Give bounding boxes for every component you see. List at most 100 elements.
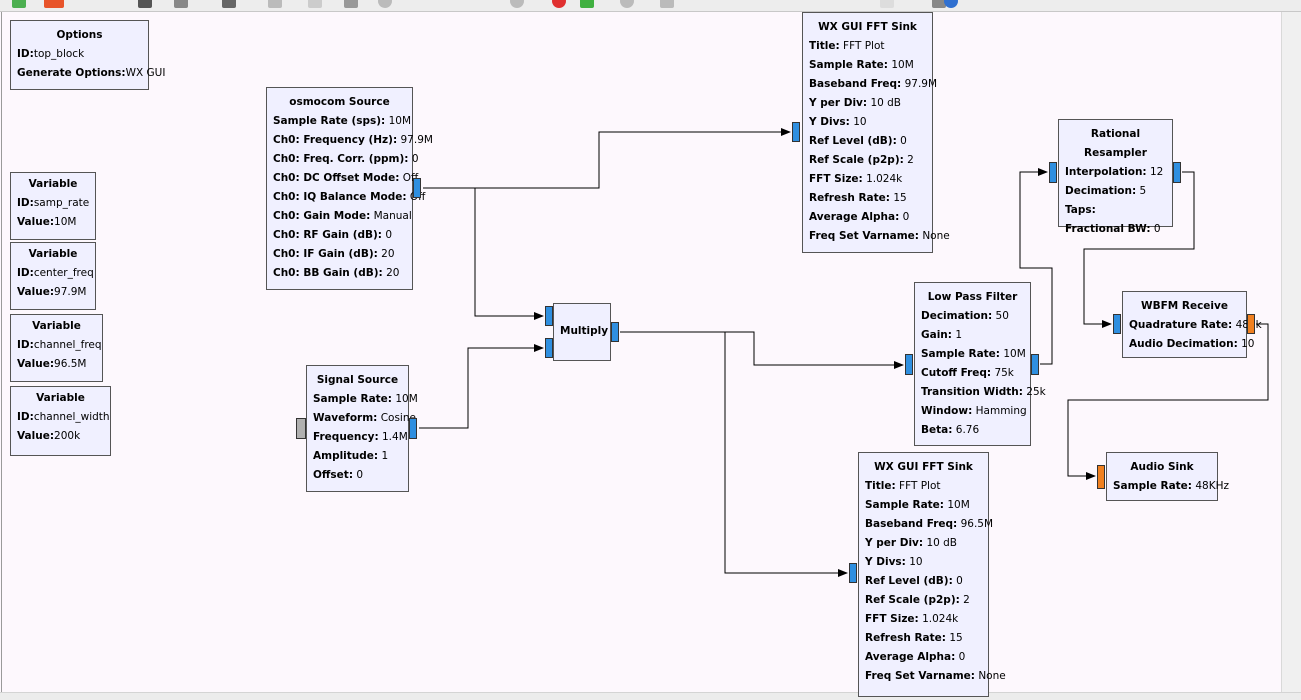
block-param: Freq Set Varname: None [809,230,950,242]
help-icon[interactable] [944,0,958,8]
audio-sink-block[interactable]: Audio Sink Sample Rate: 48KHz [1106,452,1229,501]
block-param: Y Divs: 10 [865,556,923,568]
block-param: ID:samp_rate [17,197,90,209]
block-param: FFT Size: 1.024k [865,613,959,625]
block-title: WBFM Receive [1141,300,1228,312]
block-param: Generate Options:WX GUI [17,67,166,79]
block-param: Ch0: RF Gain (dB): 0 [273,229,393,241]
new-icon[interactable] [44,0,64,8]
block-param: Offset: 0 [313,469,364,481]
block-title: Variable [36,392,85,404]
variable-channel-freq-block[interactable]: Variable ID:channel_freq Value:96.5M [10,314,103,382]
wbfm-in-port[interactable] [1113,314,1121,334]
block-param: Sample Rate: 10M [809,59,914,71]
block-param: Ref Scale (p2p): 2 [865,594,970,606]
signal-source-block[interactable]: Signal Source Sample Rate: 10M Waveform:… [306,365,418,492]
wire-osmocom-to-multiply[interactable] [474,188,544,320]
block-param: Sample Rate: 48KHz [1113,480,1229,492]
block-param: Value:10M [17,216,77,228]
disable-icon[interactable] [932,0,946,8]
block-param: Ch0: Frequency (Hz): 97.9M [273,134,433,146]
block-param: Value:97.9M [17,286,87,298]
block-param: Taps: [1065,204,1096,216]
wire-low-pass-to-resampler[interactable] [1019,168,1053,365]
signal-source-out-port[interactable] [409,418,417,439]
fft-sink-1-block[interactable]: WX GUI FFT Sink Title: FFT Plot Sample R… [802,12,950,253]
variable-center-freq-block[interactable]: Variable ID:center_freq Value:97.9M [10,242,96,310]
block-param: ID:channel_width [17,411,110,423]
wbfm-out-port[interactable] [1247,314,1255,334]
multiply-out-port[interactable] [611,322,619,342]
wire-signal-source-to-multiply[interactable] [419,344,544,429]
fft-sink-2-in-port[interactable] [849,563,857,583]
wire-multiply-to-low-pass[interactable] [620,331,904,369]
toolbar [0,0,1301,12]
block-param: Ref Scale (p2p): 2 [809,154,914,166]
osmocom-out-port[interactable] [413,178,421,198]
add-icon[interactable] [12,0,26,8]
find-icon[interactable] [660,0,674,8]
block-param: Average Alpha: 0 [809,211,910,223]
print-icon[interactable] [174,0,188,8]
multiply-in-port-0[interactable] [545,306,553,326]
rotate-icon[interactable] [620,0,634,8]
block-param: Baseband Freq: 97.9M [809,78,938,90]
kill-icon[interactable] [552,0,566,8]
wire-resampler-to-wbfm[interactable] [1083,171,1195,328]
horizontal-scrollbar[interactable] [0,692,1301,700]
block-title: Low Pass Filter [927,291,1018,303]
block-title: WX GUI FFT Sink [818,21,917,33]
screenshot-icon[interactable] [222,0,236,8]
variable-samp-rate-block[interactable]: Variable ID:samp_rate Value:10M [10,172,96,240]
rational-resampler-block[interactable]: Rational Resampler Interpolation: 12 Dec… [1058,119,1173,235]
audio-sink-in-port[interactable] [1097,465,1105,489]
resampler-out-port[interactable] [1173,162,1181,183]
copy-icon[interactable] [308,0,322,8]
block-param: Decimation: 5 [1065,185,1147,197]
block-param: Waveform: Cosine [313,412,416,424]
cut-icon[interactable] [268,0,282,8]
osmocom-source-block[interactable]: osmocom Source Sample Rate (sps): 10M Ch… [266,87,433,290]
block-param: Refresh Rate: 15 [809,192,907,204]
block-param: ID:top_block [17,48,85,60]
wbfm-receive-block[interactable]: WBFM Receive Quadrature Rate: 480k Audio… [1122,291,1262,358]
fft-sink-2-block[interactable]: WX GUI FFT Sink Title: FFT Plot Sample R… [858,452,1006,697]
undo-icon[interactable] [378,0,392,8]
resampler-in-port[interactable] [1049,162,1057,183]
execute-icon[interactable] [580,0,594,8]
block-param: Cutoff Freq: 75k [921,367,1014,379]
wire-wbfm-to-audio-sink[interactable] [1067,323,1269,480]
block-param: Y Divs: 10 [809,116,867,128]
save-icon[interactable] [138,0,152,8]
block-param: Quadrature Rate: 480k [1129,319,1262,331]
block-param: Interpolation: 12 [1065,166,1164,178]
wire-multiply-to-fft-sink-2[interactable] [724,332,848,577]
paste-icon[interactable] [344,0,358,8]
block-param: Ref Level (dB): 0 [809,135,907,147]
signal-source-msg-port[interactable] [296,418,306,439]
low-pass-filter-block[interactable]: Low Pass Filter Decimation: 50 Gain: 1 S… [914,282,1046,446]
block-title: Options [56,29,103,41]
block-param: Sample Rate: 10M [865,499,970,511]
block-title: Multiply [560,325,609,337]
wire-osmocom-to-fft-sink-1[interactable] [423,128,791,189]
block-param: FFT Size: 1.024k [809,173,903,185]
multiply-in-port-1[interactable] [545,338,553,358]
block-param: Title: FFT Plot [865,480,941,492]
variable-channel-width-block[interactable]: Variable ID:channel_width Value:200k [10,386,111,456]
block-param: Ch0: Gain Mode: Manual [273,210,412,222]
block-param: Average Alpha: 0 [865,651,966,663]
low-pass-out-port[interactable] [1031,354,1039,375]
options-block[interactable]: Options ID:top_block Generate Options:WX… [10,20,166,90]
multiply-block[interactable]: Multiply [553,303,611,361]
vertical-scrollbar[interactable] [1281,12,1301,692]
block-param: Audio Decimation: 10 [1129,338,1255,350]
block-param: Transition Width: 25k [921,386,1046,398]
block-param: Value:96.5M [17,358,87,370]
low-pass-in-port[interactable] [905,354,913,375]
fft-sink-1-in-port[interactable] [792,122,800,142]
enable-icon[interactable] [880,0,894,8]
stop-icon[interactable] [510,0,524,8]
block-title: Rational Resampler [1084,128,1147,159]
